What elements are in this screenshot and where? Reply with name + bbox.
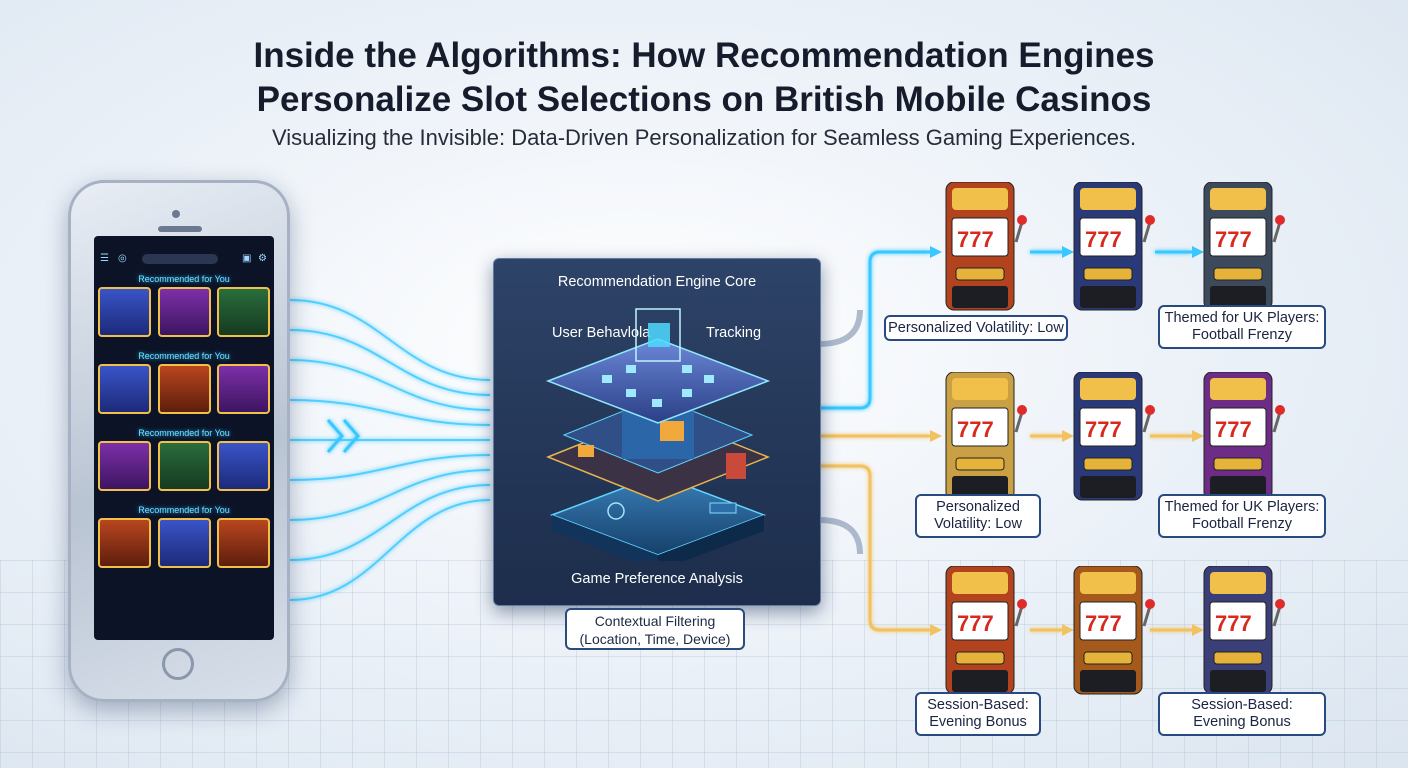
behavior-label: User Behavlola: [552, 325, 651, 341]
slot-machine-icon: 777: [1070, 371, 1156, 504]
slot-tile[interactable]: [157, 287, 211, 337]
slot-machine-icon: 777: [1070, 181, 1156, 314]
rec-heading: Recommended for You: [138, 274, 230, 284]
slot-thumbnail: [98, 441, 151, 491]
label-line: Themed for UK Players:: [1164, 310, 1320, 326]
page-subtitle: Visualizing the Invisible: Data-Driven P…: [271, 125, 1137, 150]
slot-tile[interactable]: [98, 364, 151, 414]
svg-text:777: 777: [1215, 611, 1252, 636]
slot-machine-icon: 777: [942, 181, 1028, 314]
label-line: Football Frenzy: [1192, 327, 1292, 343]
page-title: Inside the Algorithms: How Recommendatio…: [0, 34, 1408, 122]
recommendation-label: Themed for UK Players: Football Frenzy: [1158, 494, 1326, 538]
svg-text:777: 777: [1085, 417, 1122, 442]
slot-thumbnail: [157, 364, 211, 414]
recommendation-engine-panel: Recommendation Engine Core User Behavlol…: [493, 258, 821, 606]
title-line-1: Inside the Algorithms: How Recommendatio…: [253, 36, 1155, 75]
recommendation-label: Session-Based: Evening Bonus: [915, 692, 1041, 736]
slot-thumbnail: [98, 364, 151, 414]
label-line: Football Frenzy: [1192, 516, 1292, 532]
svg-text:777: 777: [1085, 227, 1122, 252]
engine-core-label: Recommendation Engine Core: [557, 274, 757, 290]
label-line: Volatility: Low: [934, 516, 1022, 532]
label-line: Evening Bonus: [929, 714, 1027, 730]
chevron-arrows-icon: [326, 419, 360, 453]
label-line: Personalized Volatility: Low: [888, 319, 1064, 336]
slot-thumbnail: [217, 518, 270, 568]
slot-thumbnail: [157, 287, 211, 337]
slot-tile[interactable]: [98, 287, 151, 337]
preference-label: Game Preference Analysis: [571, 571, 743, 587]
contextual-filtering-box: Contextual Filtering (Location, Time, De…: [565, 608, 745, 650]
recommendation-label: Personalized Volatility: Low: [915, 494, 1041, 538]
rec-heading: Recommended for You: [138, 428, 230, 438]
recommendation-label: Session-Based: Evening Bonus: [1158, 692, 1326, 736]
slot-thumbnail: [217, 441, 270, 491]
svg-text:777: 777: [1215, 417, 1252, 442]
recommendation-label: Personalized Volatility: Low: [884, 315, 1068, 341]
label-line: Session-Based:: [1191, 697, 1293, 713]
svg-text:777: 777: [1085, 611, 1122, 636]
rec-heading: Recommended for You: [138, 505, 230, 515]
slot-thumbnail: [157, 518, 211, 568]
slot-tile[interactable]: [157, 364, 211, 414]
app-bar: ☰ ◎ ▣ ⚙: [94, 248, 274, 270]
slot-tile[interactable]: [217, 287, 270, 337]
menu-icon[interactable]: ☰: [100, 253, 109, 264]
status-bar: [94, 236, 274, 248]
engine-core-illustration: [545, 308, 771, 561]
rec-section: Recommended for You: [94, 274, 274, 337]
slot-thumbnail: [98, 518, 151, 568]
slot-tile[interactable]: [217, 441, 270, 491]
rec-heading: Recommended for You: [138, 351, 230, 361]
speaker-grille: [158, 226, 202, 232]
slot-machine-icon: 777: [1200, 371, 1286, 504]
label-line: Evening Bonus: [1193, 714, 1291, 730]
title-line-2: Personalize Slot Selections on British M…: [256, 80, 1152, 119]
settings-icon[interactable]: ⚙: [258, 253, 267, 264]
slot-thumbnail: [217, 364, 270, 414]
label-line: Session-Based:: [927, 697, 1029, 713]
label-line: Personalized: [936, 499, 1020, 515]
svg-text:777: 777: [1215, 227, 1252, 252]
slot-machine-icon: 777: [942, 565, 1028, 698]
phone-screen: ☰ ◎ ▣ ⚙ Recommended for You Recommended …: [94, 236, 274, 640]
home-button[interactable]: [162, 648, 194, 680]
slot-thumbnail: [98, 287, 151, 337]
share-icon[interactable]: ▣: [242, 253, 252, 264]
slot-tile[interactable]: [157, 441, 211, 491]
context-line-1: Contextual Filtering: [594, 613, 716, 629]
rec-section: Recommended for You: [94, 351, 274, 414]
smartphone: ☰ ◎ ▣ ⚙ Recommended for You Recommended …: [68, 180, 290, 702]
slot-machine-icon: 777: [1070, 565, 1156, 698]
slot-thumbnail: [217, 287, 270, 337]
slot-thumbnail: [157, 441, 211, 491]
camera-icon: [172, 210, 180, 218]
slot-tile[interactable]: [157, 518, 211, 568]
label-line: Themed for UK Players:: [1164, 499, 1320, 515]
tracking-label: Tracking: [706, 325, 762, 341]
svg-text:777: 777: [957, 611, 994, 636]
slot-tile[interactable]: [98, 518, 151, 568]
svg-text:777: 777: [957, 417, 994, 442]
svg-text:777: 777: [957, 227, 994, 252]
slot-machine-icon: 777: [942, 371, 1028, 504]
slot-machine-icon: 777: [1200, 181, 1286, 314]
rec-section: Recommended for You: [94, 428, 274, 491]
search-bar[interactable]: [142, 254, 218, 264]
slot-machine-icon: 777: [1200, 565, 1286, 698]
slot-tile[interactable]: [217, 518, 270, 568]
compass-icon[interactable]: ◎: [118, 253, 127, 264]
slot-tile[interactable]: [217, 364, 270, 414]
recommendation-label: Themed for UK Players: Football Frenzy: [1158, 305, 1326, 349]
context-line-2: (Location, Time, Device): [579, 631, 731, 647]
slot-tile[interactable]: [98, 441, 151, 491]
rec-section: Recommended for You: [94, 505, 274, 568]
